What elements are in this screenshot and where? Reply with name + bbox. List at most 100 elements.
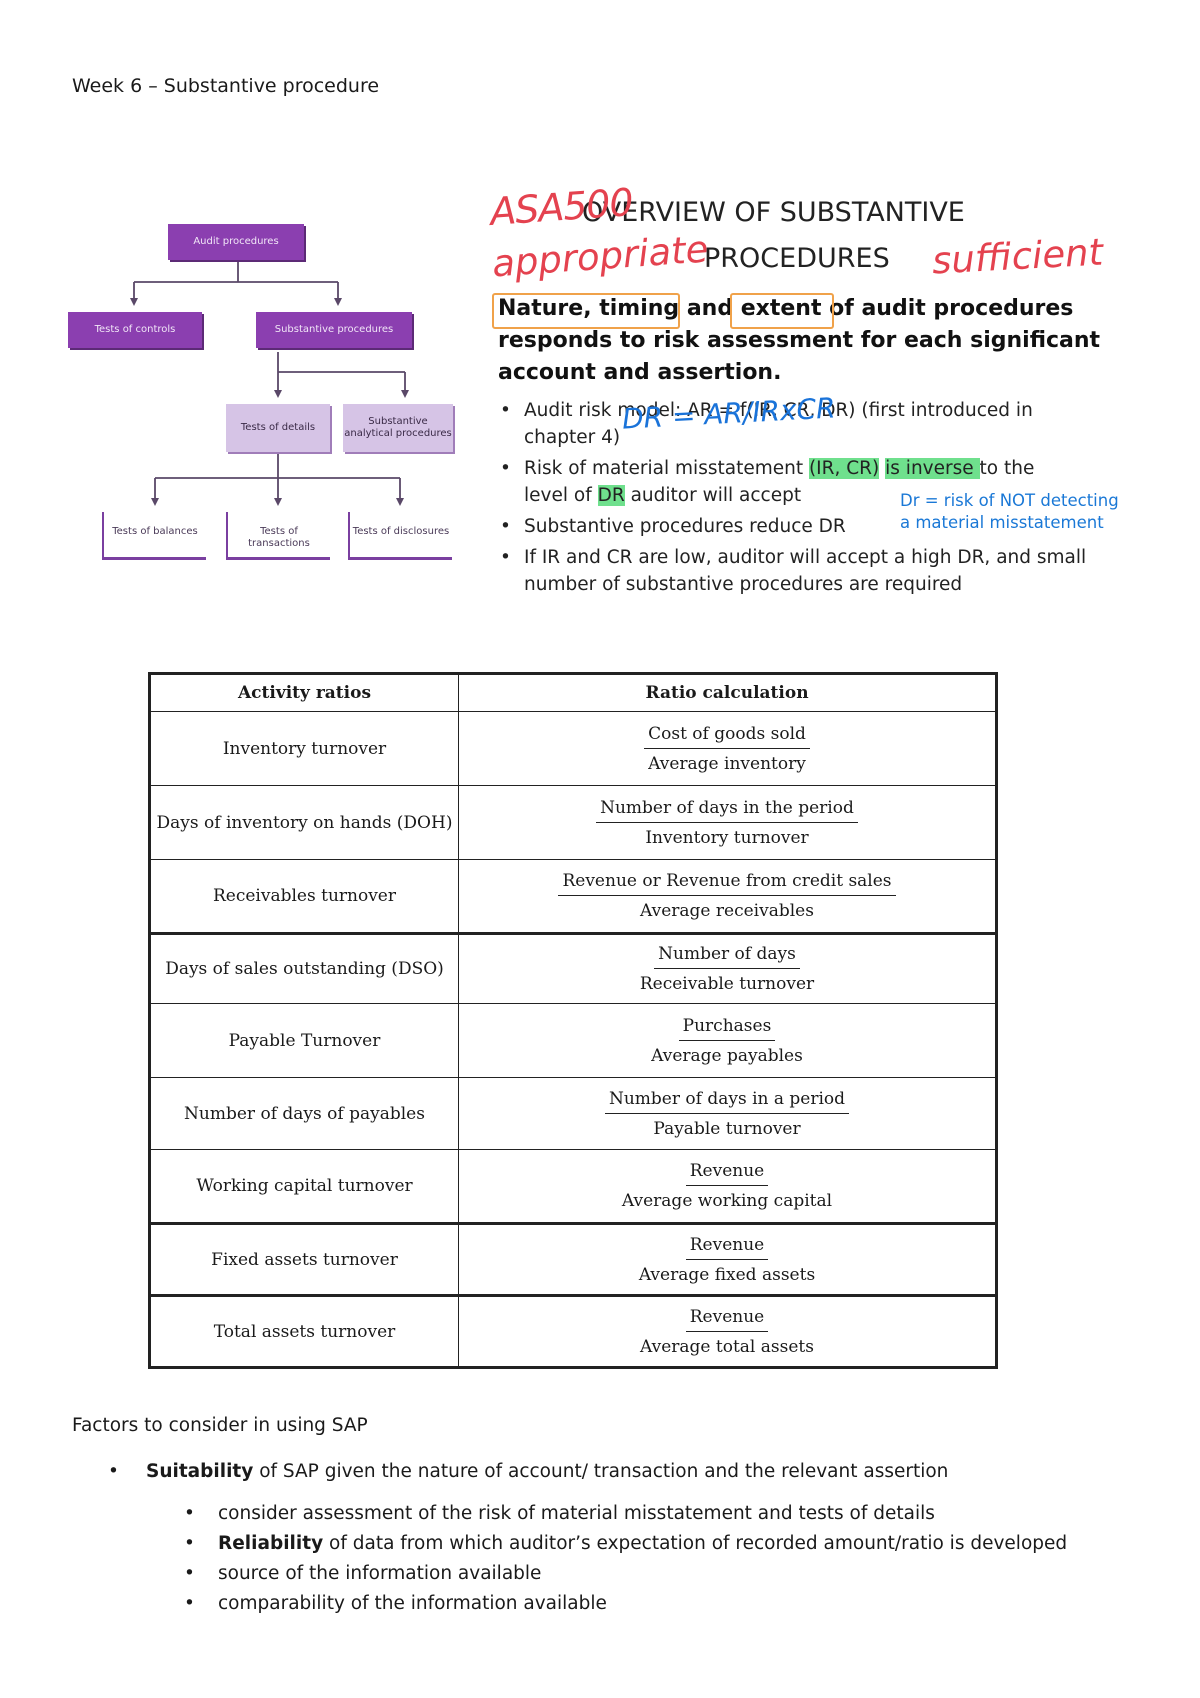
ratio-numerator: Number of days in a period [604,1089,850,1114]
handwritten-sufficient: sufficient [930,230,1105,283]
slide-title-line1: OVERVIEW OF SUBSTANTIVE [582,197,965,228]
ratio-numerator: Revenue [685,1307,769,1332]
activity-ratios-table: Activity ratios Ratio calculation Invent… [148,672,998,1369]
ratio-name: Inventory turnover [149,711,459,786]
header-ratio-calculation: Ratio calculation [458,673,997,712]
bullet-reduce-dr: Substantive procedures reduce DR [498,513,1138,540]
ratio-numerator: Revenue or Revenue from credit sales [558,871,896,896]
sap-sub-text: source of the information available [218,1563,542,1584]
sap-main-bold: Suitability [146,1461,254,1482]
sap-list: Suitability of SAP given the nature of a… [108,1457,1168,1619]
bullet-risk-inverse: Risk of material misstatement (IR, CR) i… [498,455,1084,509]
table-header-row: Activity ratios Ratio calculation [149,673,997,712]
slide-subtitle: Nature, timing and extent of audit proce… [498,296,1101,385]
node-substantive-procedures: Substantive procedures [256,312,412,348]
ratio-name: Working capital turnover [149,1149,459,1225]
ratio-name: Days of sales outstanding (DSO) [149,933,459,1004]
sap-sub-list: consider assessment of the risk of mater… [108,1499,1168,1619]
sap-main-rest: of SAP given the nature of account/ tran… [253,1461,949,1482]
diagram-connectors [130,260,409,506]
node-tests-of-balances: Tests of balances [102,512,206,560]
ratio-numerator: Cost of goods sold [644,724,810,749]
ratio-denominator: Payable turnover [653,1118,801,1139]
ratio-denominator: Average fixed assets [638,1264,816,1285]
ratio-name: Total assets turnover [149,1295,459,1368]
ratio-denominator: Average total assets [640,1336,814,1357]
note-line2: a material misstatement [900,513,1104,532]
sap-sub-item: Reliability of data from which auditor’s… [184,1529,1168,1559]
ratio-denominator: Average working capital [621,1191,833,1211]
sap-heading: Factors to consider in using SAP [72,1415,368,1436]
sap-sub-item: consider assessment of the risk of mater… [184,1499,1168,1529]
ratio-name: Receivables turnover [149,859,459,935]
sap-sub-item: comparability of the information availab… [184,1589,1168,1619]
sap-sub-bold: Reliability [218,1533,324,1554]
ratio-name: Number of days of payables [149,1077,459,1150]
ratio-denominator: Inventory turnover [645,827,809,848]
bullet-risk-pre: Risk of material misstatement [524,458,809,479]
sap-sub-text: comparability of the information availab… [218,1593,607,1614]
sap-main-item: Suitability of SAP given the nature of a… [108,1457,1168,1487]
highlight-box-nature-timing [492,293,680,329]
sap-sub-text: of data from which auditor’s expectation… [323,1533,1068,1554]
table-row: Days of sales outstanding (DSO) Number of… [149,933,997,1004]
sap-sub-item: source of the information available [184,1559,1168,1589]
ratio-name: Payable Turnover [149,1003,459,1078]
handwritten-appropriate: appropriate [490,227,710,286]
ratio-name: Fixed assets turnover [149,1223,459,1297]
node-substantive-analytical-procedures: Substantive analytical procedures [343,404,453,452]
ratio-denominator: Receivable turnover [639,974,815,994]
bullet-low-ir-cr: If IR and CR are low, auditor will accep… [498,544,1124,598]
ratio-numerator: Revenue [685,1235,769,1260]
node-audit-procedures: Audit procedures [168,224,304,260]
note-dr-definition: Dr = risk of NOT detecting a material mi… [900,490,1119,534]
table-row: Receivables turnover Revenue or Revenue f… [149,859,997,935]
node-tests-of-disclosures: Tests of disclosures [348,512,452,560]
ratio-denominator: Average inventory [648,753,806,774]
ratio-denominator: Average receivables [640,901,814,921]
ratio-numerator: Number of days in the period [596,798,858,823]
ratio-numerator: Purchases [678,1016,776,1041]
highlight-box-extent [730,293,834,329]
slide-title-line2: PROCEDURES [704,243,890,274]
note-line1: Dr = risk of NOT detecting [900,491,1119,510]
bullet-audit-risk-model: Audit risk model: AR = f(IR, CR, DR) (fi… [498,397,1084,451]
audit-procedures-diagram: Audit procedures Tests of controls Subst… [60,220,470,580]
table-row: Number of days of payables Number of days… [149,1077,997,1150]
page-title: Week 6 – Substantive procedure [72,75,380,97]
ratio-denominator: Average payables [651,1045,803,1066]
slide-bullets: Audit risk model: AR = f(IR, CR, DR) (fi… [498,397,1138,602]
bullet-risk-post1: to the level of [524,458,1035,506]
node-tests-of-controls: Tests of controls [68,312,202,348]
ratio-numerator: Revenue [685,1161,769,1186]
ratio-name: Days of inventory on hands (DOH) [149,785,459,860]
header-activity-ratios: Activity ratios [149,673,459,712]
highlight-is-inverse: is inverse [885,458,980,479]
node-tests-of-details: Tests of details [226,404,330,452]
highlight-dr: DR [597,485,625,506]
